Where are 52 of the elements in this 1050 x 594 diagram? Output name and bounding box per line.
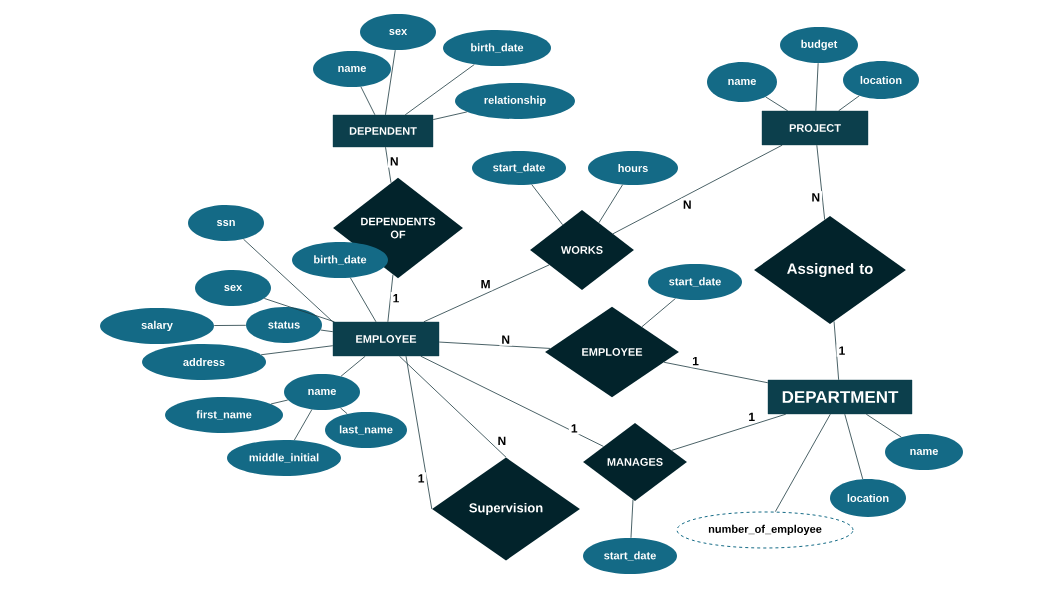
connector-line	[404, 64, 475, 116]
connector-line	[385, 49, 396, 116]
entity-box: DEPENDENT	[332, 114, 434, 148]
connector-line	[349, 277, 377, 323]
cardinality-label: 1	[415, 472, 427, 485]
connector-line	[833, 320, 840, 381]
connector-line	[598, 184, 623, 224]
connector-line	[360, 86, 376, 116]
cardinality-label: 1	[836, 344, 848, 357]
connector-line	[844, 413, 864, 480]
cardinality-label: N	[387, 155, 401, 168]
connector-line	[816, 144, 826, 220]
connector-line	[641, 298, 676, 328]
connector-line	[838, 95, 860, 112]
cardinality-label: 1	[568, 422, 580, 435]
connector-line	[432, 111, 468, 120]
connector-line	[765, 96, 789, 112]
connector-line	[293, 409, 313, 441]
connector-line	[420, 355, 604, 447]
connector-line	[865, 413, 902, 438]
connector-line	[270, 399, 289, 405]
connector-line	[243, 238, 334, 323]
connector-line	[387, 274, 394, 323]
cardinality-label: 1	[690, 354, 701, 368]
connector-line	[385, 146, 392, 184]
connector-line	[612, 144, 783, 235]
connector-line	[260, 345, 334, 356]
connector-line	[405, 355, 433, 510]
cardinality-label: N	[809, 191, 823, 204]
connector-line	[671, 413, 787, 451]
connector-line	[423, 264, 550, 323]
cardinality-label: 1	[390, 292, 402, 305]
connector-line	[340, 355, 366, 377]
connector-line	[663, 361, 769, 384]
cardinality-label: N	[495, 434, 509, 447]
connector-line	[340, 407, 348, 415]
cardinality-label: M	[478, 278, 493, 291]
connector-line	[774, 413, 831, 512]
entity-box: EMPLOYEE	[332, 321, 440, 357]
cardinality-label: N	[499, 333, 513, 346]
connector-line	[438, 341, 551, 349]
connector-line	[399, 355, 507, 458]
connector-line	[213, 324, 247, 326]
cardinality-label: N	[680, 198, 694, 211]
connector-line	[320, 329, 334, 333]
connector-line	[815, 62, 819, 112]
connector-line	[630, 499, 634, 539]
connector-line	[263, 298, 335, 323]
entity-box: PROJECT	[761, 110, 869, 146]
cardinality-label: 1	[746, 410, 758, 424]
connector-line	[531, 184, 563, 226]
entity-box: DEPARTMENT	[767, 379, 913, 415]
